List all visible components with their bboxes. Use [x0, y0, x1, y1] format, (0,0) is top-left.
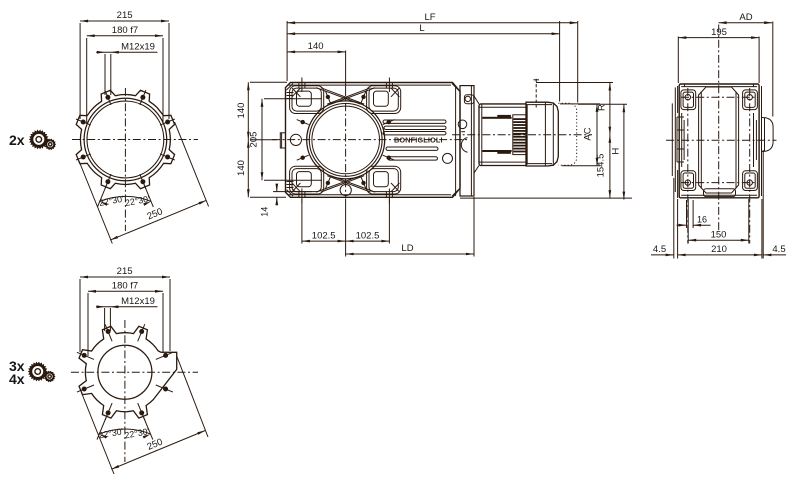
svg-text:H: H	[610, 148, 621, 155]
svg-text:180 f7: 180 f7	[112, 281, 138, 292]
svg-text:215: 215	[117, 10, 133, 21]
svg-text:LF: LF	[424, 12, 435, 23]
svg-text:154.5: 154.5	[596, 154, 607, 178]
svg-text:2x: 2x	[9, 132, 25, 148]
svg-text:195: 195	[711, 27, 727, 38]
svg-text:102.5: 102.5	[356, 230, 380, 241]
svg-text:M12x19: M12x19	[121, 296, 155, 307]
svg-text:4.5: 4.5	[653, 244, 666, 255]
svg-text:22°30': 22°30'	[124, 426, 151, 440]
svg-text:102.5: 102.5	[312, 230, 336, 241]
svg-text:205: 205	[249, 132, 260, 148]
svg-text:LD: LD	[401, 243, 413, 254]
svg-text:22°30': 22°30'	[98, 194, 125, 208]
svg-text:150: 150	[711, 229, 727, 240]
svg-text:22°30': 22°30'	[98, 426, 125, 440]
svg-text:210: 210	[711, 244, 727, 255]
svg-text:140: 140	[236, 103, 247, 119]
svg-text:L: L	[419, 23, 424, 34]
svg-text:AD: AD	[739, 12, 752, 23]
svg-text:AC: AC	[583, 127, 594, 140]
svg-text:140: 140	[236, 160, 247, 176]
svg-text:4.5: 4.5	[772, 244, 785, 255]
svg-text:R: R	[596, 104, 607, 111]
svg-text:14: 14	[259, 207, 269, 217]
svg-text:4x: 4x	[9, 371, 25, 387]
svg-text:3x: 3x	[9, 358, 25, 374]
svg-text:22°30': 22°30'	[124, 194, 151, 208]
svg-text:16: 16	[697, 214, 707, 224]
svg-text:215: 215	[117, 266, 133, 277]
svg-text:140: 140	[308, 41, 324, 52]
svg-text:BONFIGLIOLI: BONFIGLIOLI	[394, 135, 443, 144]
svg-text:M12x19: M12x19	[121, 41, 155, 52]
svg-text:180 f7: 180 f7	[112, 25, 138, 36]
